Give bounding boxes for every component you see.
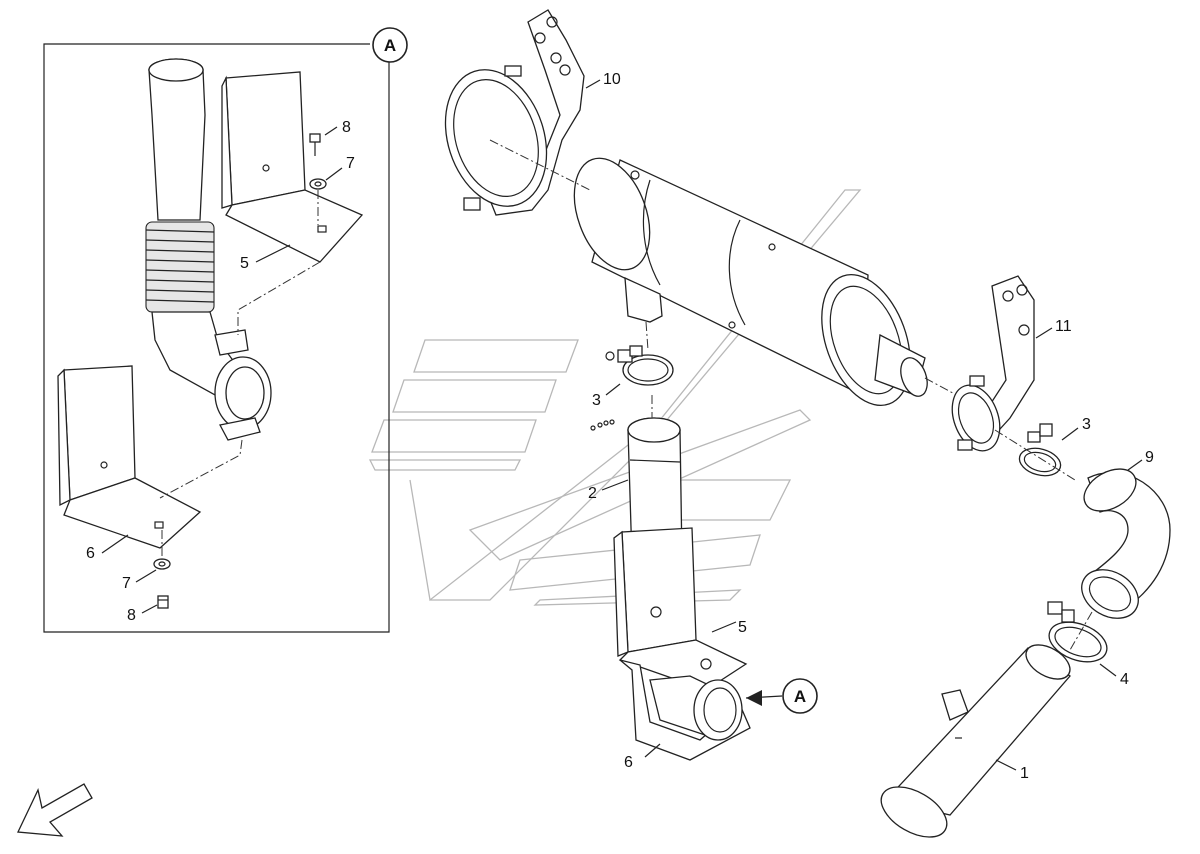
muffler-bracket-11 [951, 275, 1035, 452]
muffler-bracket-10 [444, 9, 585, 216]
callout-8-upper: 8 [342, 119, 351, 136]
bolt-8-lower [157, 595, 169, 609]
bolt-8-upper [309, 133, 321, 156]
detail-view-a: A [43, 27, 408, 633]
tail-pipe-1 [880, 644, 1071, 838]
callout-5-main: 5 [738, 619, 747, 636]
bracket-5-main [613, 527, 748, 691]
bracket-6-detail [57, 365, 202, 549]
callout-4: 4 [1120, 671, 1129, 688]
callout-5-detail: 5 [240, 255, 249, 272]
callout-3-right: 3 [1082, 416, 1091, 433]
callout-9: 9 [1145, 449, 1154, 466]
callout-3-left: 3 [592, 392, 601, 409]
exhaust-pipe-2 [627, 417, 683, 561]
clamp-3-right [1018, 423, 1062, 477]
callout-11: 11 [1055, 318, 1072, 335]
exhaust-elbow-9 [1081, 468, 1171, 619]
detail-a-reference-label: A [794, 687, 806, 706]
callout-1: 1 [1020, 765, 1029, 782]
washer-7-upper [309, 178, 327, 190]
muffler [573, 157, 928, 406]
callout-6-main: 6 [624, 754, 633, 771]
callout-7-lower: 7 [122, 575, 131, 592]
arrow-down-left-icon [17, 783, 93, 837]
callout-10: 10 [603, 71, 621, 88]
bracket-6-main [619, 659, 751, 761]
clamp-3-left [605, 345, 674, 386]
callout-6-detail: 6 [86, 545, 95, 562]
bracket-5-detail [221, 71, 364, 263]
detail-a-reference: A [745, 678, 818, 714]
detail-a-badge-label: A [384, 36, 396, 55]
washer-7-lower [153, 558, 171, 570]
callout-2: 2 [588, 485, 597, 502]
clamp-4 [1047, 601, 1108, 663]
callout-8-lower: 8 [127, 607, 136, 624]
flex-pipe-detail [145, 58, 272, 441]
callout-7-upper: 7 [346, 155, 355, 172]
detail-a-badge [372, 27, 408, 63]
